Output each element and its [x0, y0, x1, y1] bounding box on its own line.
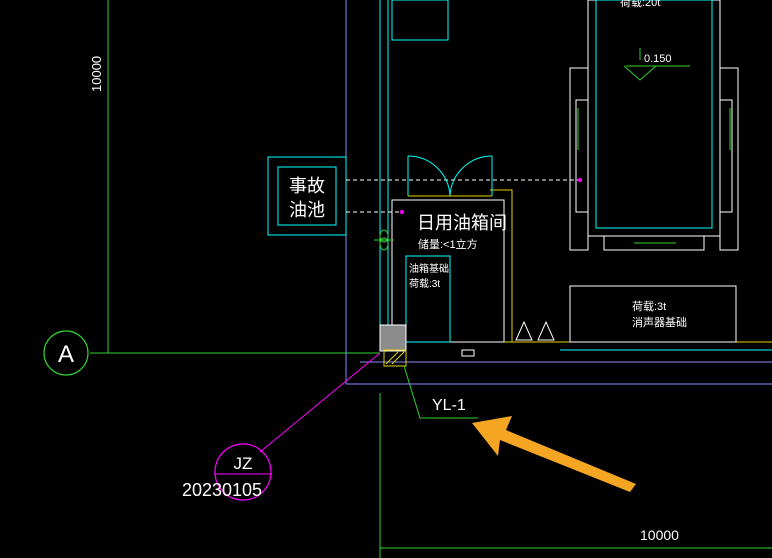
elevation-triangle	[623, 65, 657, 81]
valve-symbol	[374, 229, 394, 251]
muffler-base-outline	[569, 285, 737, 343]
double-door	[407, 155, 493, 197]
dimension-horizontal: 10000	[640, 527, 679, 543]
column-fill	[379, 324, 407, 352]
accident-pool-label-2: 油池	[289, 200, 325, 220]
equipment-marks	[461, 320, 555, 357]
accident-pool-inner	[277, 166, 337, 226]
grid-axis-bubble	[43, 330, 89, 376]
oil-pipes	[346, 179, 580, 213]
tank-base-label-1: 油箱基础	[409, 262, 449, 275]
equipment-mark-1	[515, 320, 533, 341]
grid-axis-label: A	[58, 341, 74, 368]
bay-flange-left	[569, 67, 589, 251]
bay-outer	[587, 0, 721, 237]
day-tank-room-title: 日用油箱间	[417, 213, 507, 233]
dimension-vertical: 10000	[89, 56, 104, 92]
elevation-label: 0.150	[644, 53, 672, 65]
muffler-base-label-2: 消声器基础	[632, 315, 687, 329]
valve-upper	[379, 229, 389, 243]
symbol-bottom-text: 20230105	[182, 480, 262, 500]
elevation-marker	[623, 48, 690, 81]
equipment-box-top	[391, 0, 449, 41]
column-tag-leader	[403, 365, 478, 419]
column-hatch-box	[383, 349, 407, 367]
valve-lower	[379, 237, 389, 251]
day-tank-room: 日用油箱间 储量:<1立方 油箱基础 荷载:3t	[374, 155, 513, 343]
grid-lines	[90, 0, 772, 558]
symbol-top-text: JZ	[234, 454, 253, 473]
tank-base-outline	[405, 255, 451, 343]
axis-lines	[345, 0, 772, 385]
tank-base-label-2: 荷载:3t	[409, 278, 440, 290]
floor-fixture	[461, 349, 475, 357]
day-tank-capacity: 储量:<1立方	[418, 237, 478, 251]
bay-sill	[603, 235, 705, 251]
equipment-mark-2	[537, 320, 555, 341]
column-yl1: YL-1	[379, 324, 478, 419]
top-load-label: 荷载:20t	[620, 0, 660, 9]
accident-pool-outer	[267, 156, 347, 236]
muffler-base-label-1: 荷载:3t	[632, 300, 666, 313]
bay-inner	[595, 0, 713, 229]
accident-pool-label-1: 事故	[289, 176, 325, 196]
symbol-leader-line	[259, 352, 381, 453]
bay-flange-right	[719, 67, 739, 251]
pipe-end-marker-1	[578, 178, 582, 182]
accident-pool: 事故 油池	[267, 156, 347, 236]
door-swing-right	[449, 155, 493, 197]
door-swing-left	[407, 155, 451, 197]
hatch-line-1	[385, 351, 399, 365]
symbol-circle	[214, 443, 272, 501]
generator-bay	[569, 0, 739, 251]
annotation-arrow	[472, 416, 636, 492]
pipe-end-marker-2	[400, 210, 404, 214]
hatch-line-2	[391, 351, 405, 365]
column-tag-label: YL-1	[432, 397, 466, 414]
